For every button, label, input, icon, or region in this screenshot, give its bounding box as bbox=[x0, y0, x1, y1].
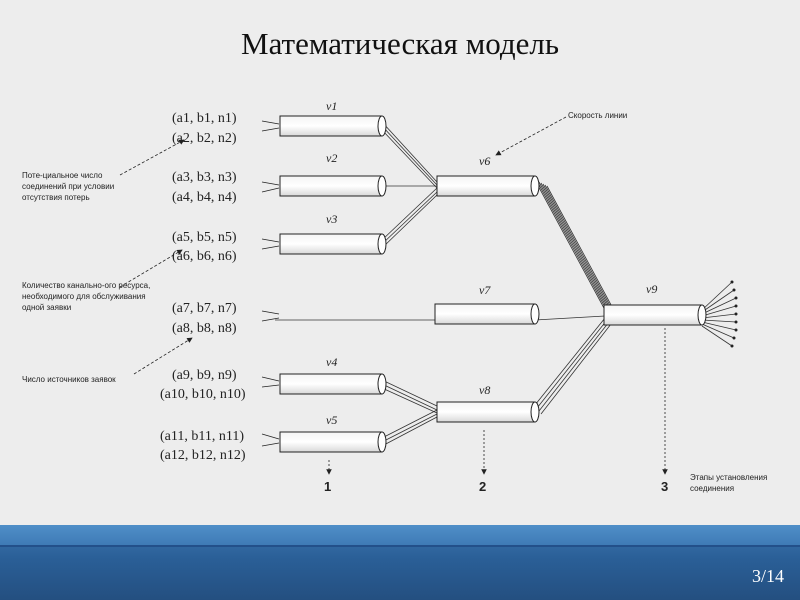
tube-v4 bbox=[279, 373, 387, 395]
tube-v3 bbox=[279, 233, 387, 255]
input-label: (a6, b6, n6) bbox=[172, 249, 237, 264]
slide-title: Математическая модель bbox=[241, 26, 559, 61]
stage-label-3: 3 bbox=[661, 479, 668, 494]
input-arrows bbox=[261, 120, 280, 447]
input-label: (a8, b8, n8) bbox=[172, 321, 237, 336]
annotation-potential: Поте-циальное число bbox=[22, 171, 103, 180]
node-label-v2: v2 bbox=[326, 151, 337, 165]
node-label-v8: v8 bbox=[479, 383, 490, 397]
input-label: (a10, b10, n10) bbox=[160, 387, 246, 402]
annotation-stages: Этапы установления bbox=[690, 473, 767, 482]
tube-v5 bbox=[279, 431, 387, 453]
tube-v6 bbox=[436, 175, 540, 197]
input-label: (a5, b5, n5) bbox=[172, 230, 237, 245]
annotation-sources: Число источников заявок bbox=[22, 375, 116, 384]
input-label: (a1, b1, n1) bbox=[172, 111, 237, 126]
node-label-v3: v3 bbox=[326, 212, 337, 226]
node-label-v6: v6 bbox=[479, 154, 490, 168]
footer-highlight-band bbox=[0, 525, 800, 545]
tube-v9 bbox=[603, 304, 707, 326]
node-label-v7: v7 bbox=[479, 283, 491, 297]
input-label: (a3, b3, n3) bbox=[172, 170, 237, 185]
stage-label-1: 1 bbox=[324, 479, 331, 494]
stage-label-2: 2 bbox=[479, 479, 486, 494]
input-label: (a4, b4, n4) bbox=[172, 190, 237, 205]
input-label: (a11, b11, n11) bbox=[160, 429, 244, 444]
connections bbox=[275, 121, 737, 447]
node-label-v9: v9 bbox=[646, 282, 657, 296]
annotation-resource: Количество канально-ого ресурса, bbox=[22, 281, 150, 290]
slide-footer-band bbox=[0, 525, 800, 600]
annotation-resource: одной заявки bbox=[22, 303, 71, 312]
annotation-stages: соединения bbox=[690, 484, 734, 493]
annotation-line-speed: Скорость линии bbox=[568, 111, 627, 120]
input-label: (a7, b7, n7) bbox=[172, 301, 237, 316]
annotation-potential: отсутствия потерь bbox=[22, 193, 90, 202]
tube-v7 bbox=[434, 303, 540, 325]
footer-divider bbox=[0, 545, 800, 547]
annotation-potential: соединений при условии bbox=[22, 182, 114, 191]
network-model-diagram: v1 v2 v3 v4 v5 v6 v7 v8 v9 (a1, b1, n1) … bbox=[22, 99, 767, 494]
node-label-v5: v5 bbox=[326, 413, 337, 427]
node-label-v1: v1 bbox=[326, 99, 337, 113]
input-label: (a9, b9, n9) bbox=[172, 368, 237, 383]
tube-v8 bbox=[436, 401, 540, 423]
annotation-resource: необходимого для обслуживания bbox=[22, 292, 146, 301]
output-endpoints bbox=[730, 280, 738, 348]
node-label-v4: v4 bbox=[326, 355, 337, 369]
tube-v1 bbox=[279, 115, 387, 137]
tube-v2 bbox=[279, 175, 387, 197]
input-label: (a2, b2, n2) bbox=[172, 131, 237, 146]
page-number: 3/14 bbox=[751, 566, 784, 586]
input-label: (a12, b12, n12) bbox=[160, 448, 246, 463]
